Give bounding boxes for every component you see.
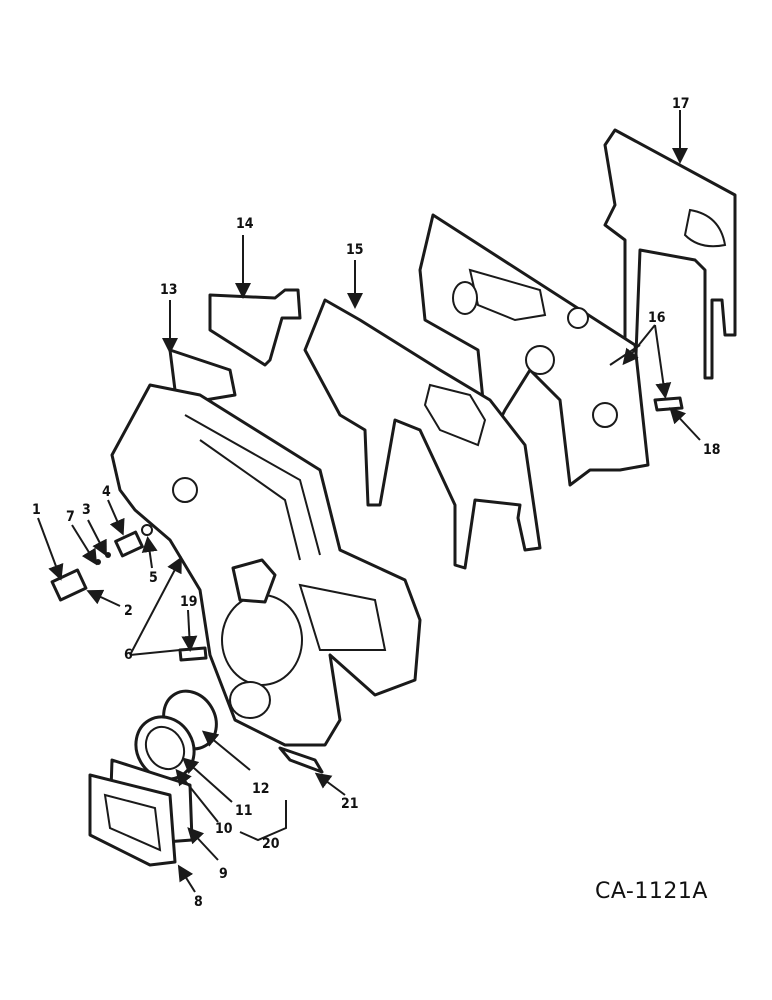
callout-2: 2: [124, 603, 133, 619]
callout-9: 9: [219, 866, 228, 882]
part-17-gasket: [603, 128, 737, 382]
callout-6: 6: [124, 647, 133, 663]
callout-1: 1: [32, 502, 41, 518]
callout-7: 7: [66, 509, 75, 525]
callout-11: 11: [235, 803, 253, 819]
front-plate: [418, 213, 650, 487]
callout-15: 15: [346, 242, 364, 258]
callout-4: 4: [102, 484, 111, 500]
part-14-cover: [208, 288, 302, 367]
part-15-gasket: [303, 298, 542, 570]
front-cover: [110, 383, 422, 747]
callout-8: 8: [194, 894, 203, 910]
callout-13: 13: [160, 282, 178, 298]
callout-10: 10: [215, 821, 233, 837]
callout-20: 20: [262, 836, 280, 852]
callout-3: 3: [82, 502, 91, 518]
callout-5: 5: [149, 570, 158, 586]
drawing-code: CA-1121A: [595, 879, 708, 904]
callout-14: 14: [236, 216, 254, 232]
callout-16: 16: [648, 310, 666, 326]
callout-18: 18: [703, 442, 721, 458]
callout-19: 19: [180, 594, 198, 610]
small-parts: [50, 344, 684, 774]
callout-17: 17: [672, 96, 690, 112]
callout-12: 12: [252, 781, 270, 797]
part-13-gasket: [168, 348, 237, 402]
leader-lines: [37, 110, 701, 893]
callout-21: 21: [341, 796, 359, 812]
